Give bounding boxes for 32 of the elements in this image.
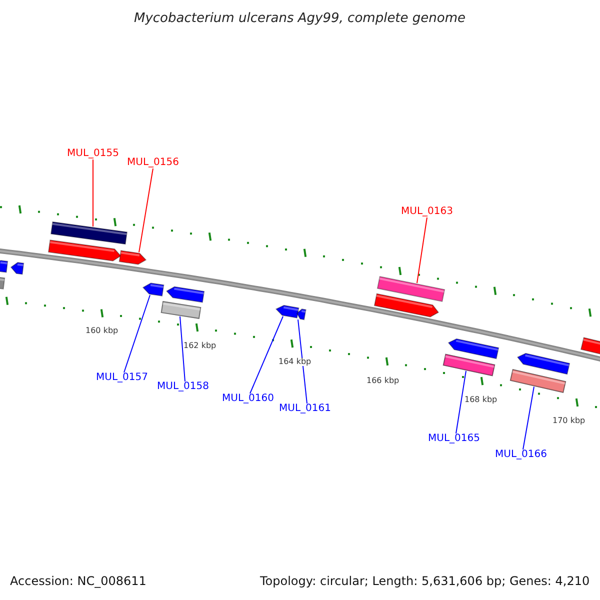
leader-line <box>522 386 534 450</box>
leader-line <box>180 316 186 382</box>
scale-label: 162 kbp <box>182 342 218 350</box>
gene-feature <box>50 221 128 245</box>
leader-line <box>124 294 150 373</box>
scale-label: 166 kbp <box>366 377 400 385</box>
leader-line <box>138 168 154 253</box>
leader-line <box>92 159 94 227</box>
gene-label: MUL_0156 <box>127 158 179 168</box>
gene-label: MUL_0161 <box>279 404 331 414</box>
gene-feature <box>376 276 446 302</box>
gene-label: MUL_0160 <box>222 394 274 404</box>
gene-feature <box>296 308 306 320</box>
gene-label: MUL_0155 <box>67 149 119 159</box>
title: Mycobacterium ulcerans Agy99, complete genome <box>134 12 466 24</box>
gene-label: MUL_0157 <box>96 373 148 383</box>
accession-text: Accession: NC_008611 <box>10 575 146 587</box>
gene-label: MUL_0166 <box>495 450 547 460</box>
leader-line <box>298 319 308 404</box>
gene-label: MUL_0158 <box>157 382 209 392</box>
scale-label: 170 kbp <box>552 417 586 425</box>
gene-label: MUL_0165 <box>428 434 480 444</box>
leader-line <box>456 370 466 434</box>
genome-info-text: Topology: circular; Length: 5,631,606 bp; Genes: 4,210 <box>260 575 590 587</box>
scale-label: 164 kbp <box>278 358 312 366</box>
leader-line <box>250 316 284 394</box>
scale-label: 168 kbp <box>464 396 498 404</box>
gene-feature <box>142 282 164 296</box>
leader-line <box>416 217 428 284</box>
gene-feature <box>118 250 147 265</box>
scale-label: 160 kbp <box>84 327 120 335</box>
gene-label: MUL_0163 <box>401 207 453 217</box>
